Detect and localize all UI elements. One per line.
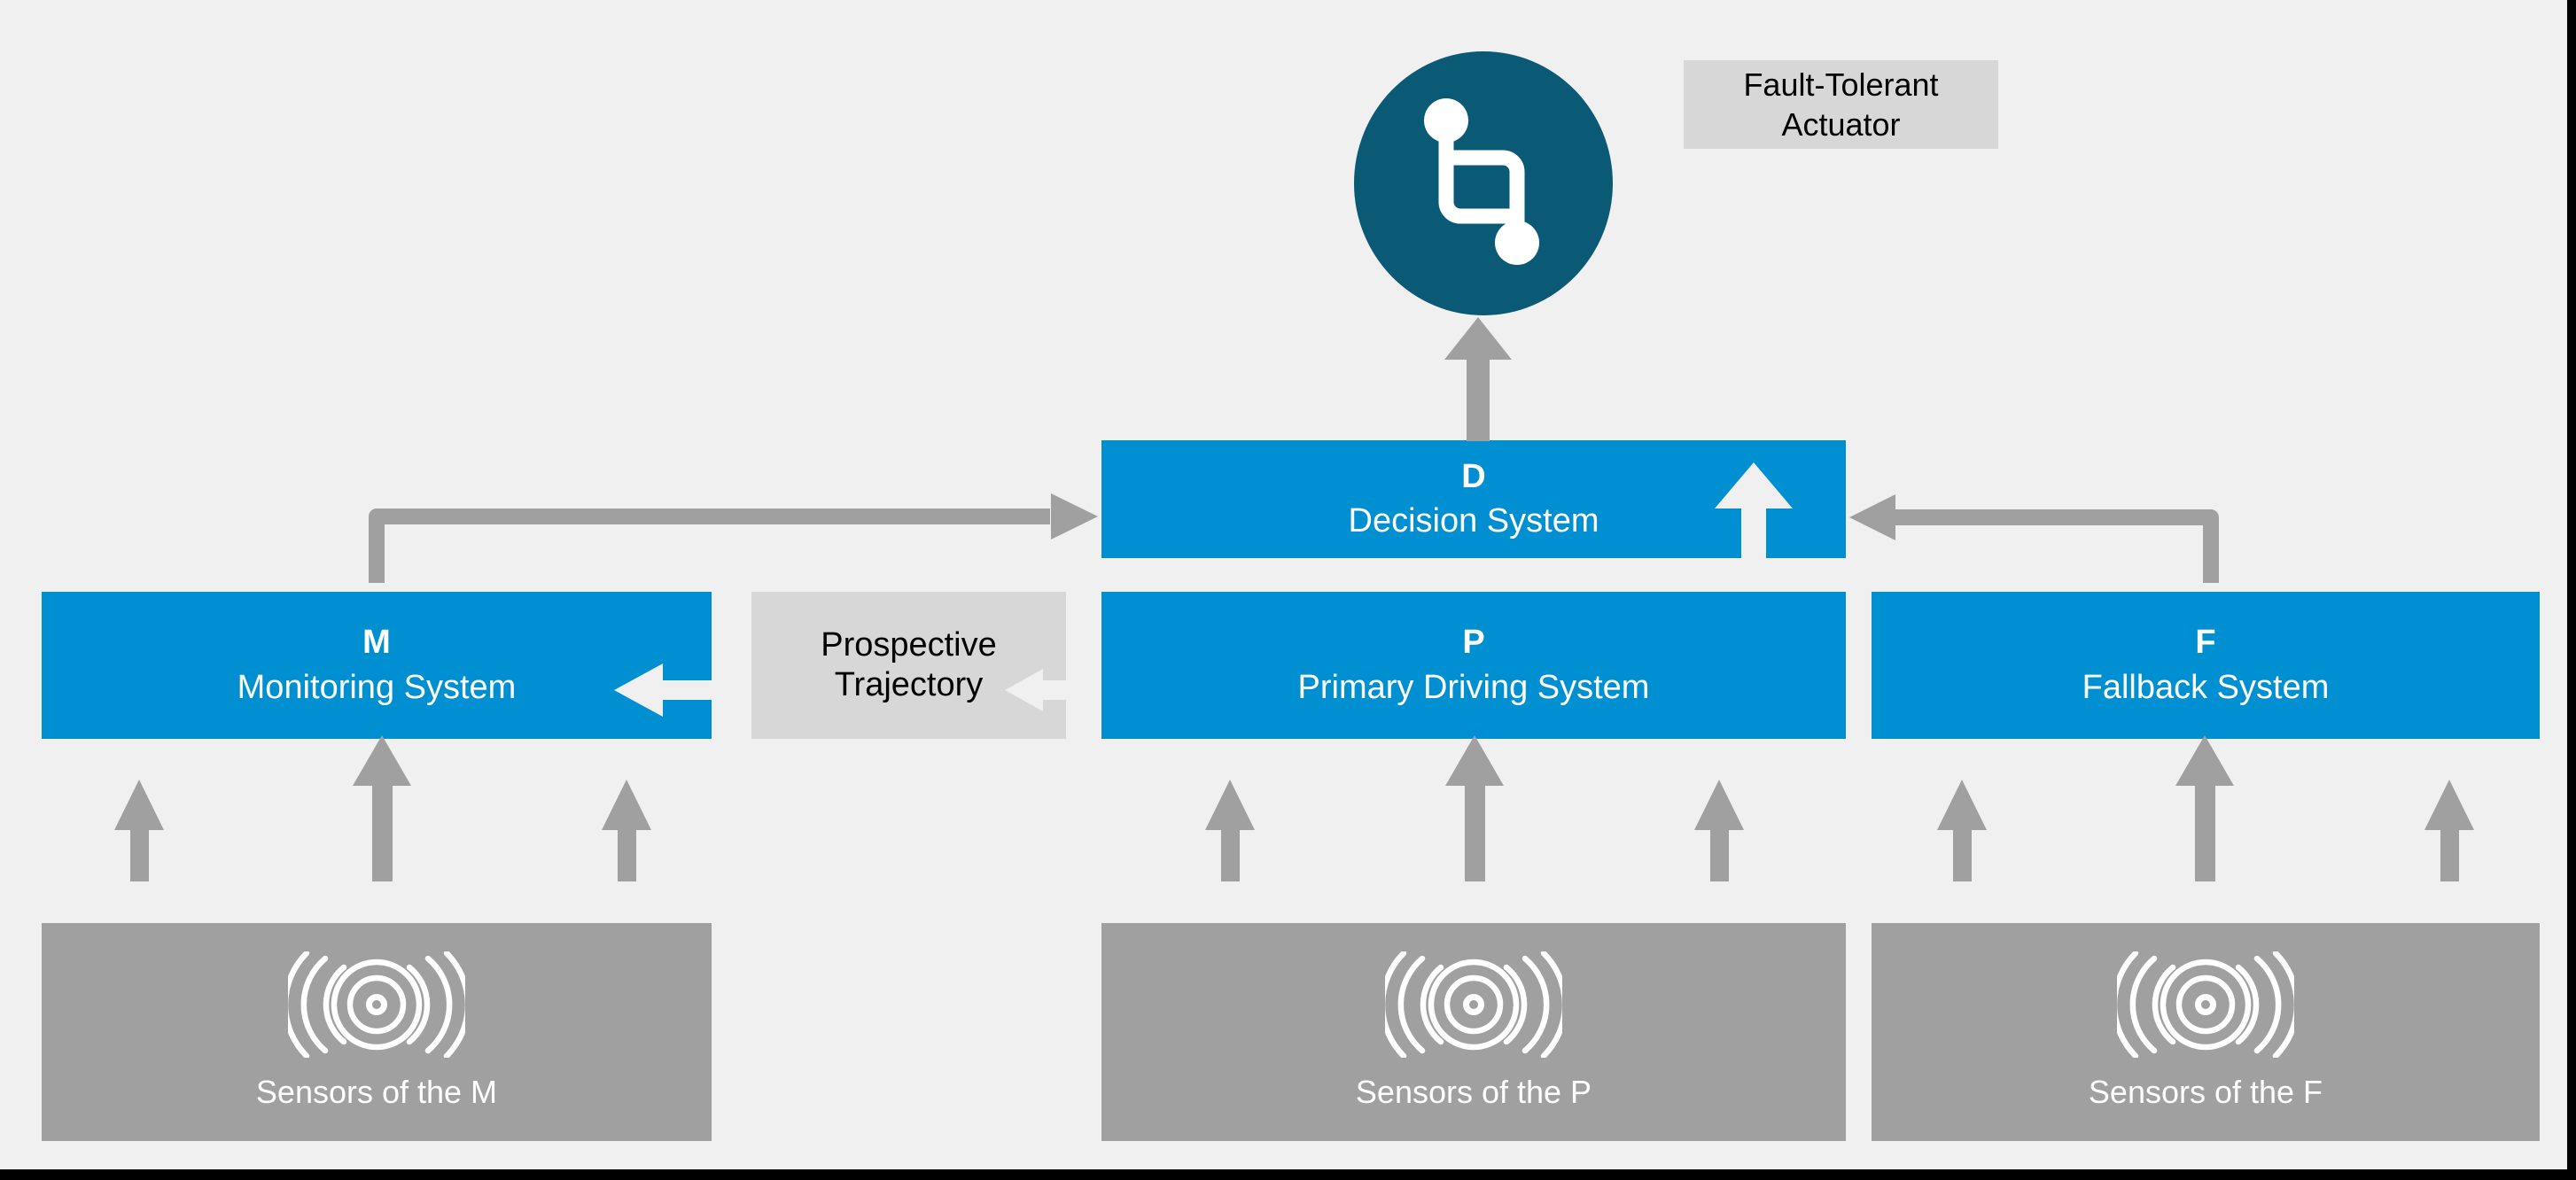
fault-tolerant-actuator-legend: Fault-Tolerant Actuator <box>1684 60 1998 149</box>
fault-tolerant-actuator-icon <box>1418 97 1551 266</box>
system-name-monitoring: Monitoring System <box>237 669 517 706</box>
radar-sensor-icon <box>2111 950 2300 1060</box>
sensor-box-p[interactable]: Sensors of the P <box>1101 923 1846 1141</box>
system-code-primary: P <box>1462 624 1485 662</box>
system-box-decision[interactable]: D Decision System <box>1101 440 1846 558</box>
radar-sensor-icon <box>282 950 471 1060</box>
arrows-sensors-f-to-fallback <box>1937 735 2474 881</box>
system-box-monitoring[interactable]: M Monitoring System <box>42 592 712 739</box>
arrow-decision-to-actuator <box>1444 317 1512 441</box>
trajectory-line-1: Prospective <box>821 626 997 664</box>
trajectory-line-2: Trajectory <box>834 666 984 703</box>
system-name-decision: Decision System <box>1348 502 1599 540</box>
sensor-label-f: Sensors of the F <box>2088 1074 2323 1110</box>
sensor-box-f[interactable]: Sensors of the F <box>1872 923 2540 1141</box>
sensor-label-p: Sensors of the P <box>1355 1074 1592 1110</box>
canvas-right-edge <box>2567 0 2576 1180</box>
system-code-monitoring: M <box>362 624 391 662</box>
radar-sensor-icon <box>1379 950 1568 1060</box>
legend-line-2: Actuator <box>1781 106 1901 143</box>
prospective-trajectory-box[interactable]: Prospective Trajectory <box>751 592 1066 739</box>
system-code-fallback: F <box>2195 624 2216 662</box>
system-name-primary: Primary Driving System <box>1297 669 1650 706</box>
sensor-label-m: Sensors of the M <box>255 1074 498 1110</box>
arrows-sensors-m-to-monitoring <box>114 735 651 881</box>
sensor-box-m[interactable]: Sensors of the M <box>42 923 712 1141</box>
arrow-monitoring-to-decision <box>369 493 1098 583</box>
arrow-fallback-to-decision <box>1849 494 2219 583</box>
system-box-fallback[interactable]: F Fallback System <box>1872 592 2540 739</box>
system-name-fallback: Fallback System <box>2082 669 2330 706</box>
legend-line-1: Fault-Tolerant <box>1743 66 1939 103</box>
fault-tolerant-actuator-node <box>1354 51 1613 315</box>
canvas-bottom-edge <box>0 1169 2576 1180</box>
system-box-primary[interactable]: P Primary Driving System <box>1101 592 1846 739</box>
system-code-decision: D <box>1461 457 1486 495</box>
arrows-sensors-p-to-primary <box>1205 735 1744 881</box>
